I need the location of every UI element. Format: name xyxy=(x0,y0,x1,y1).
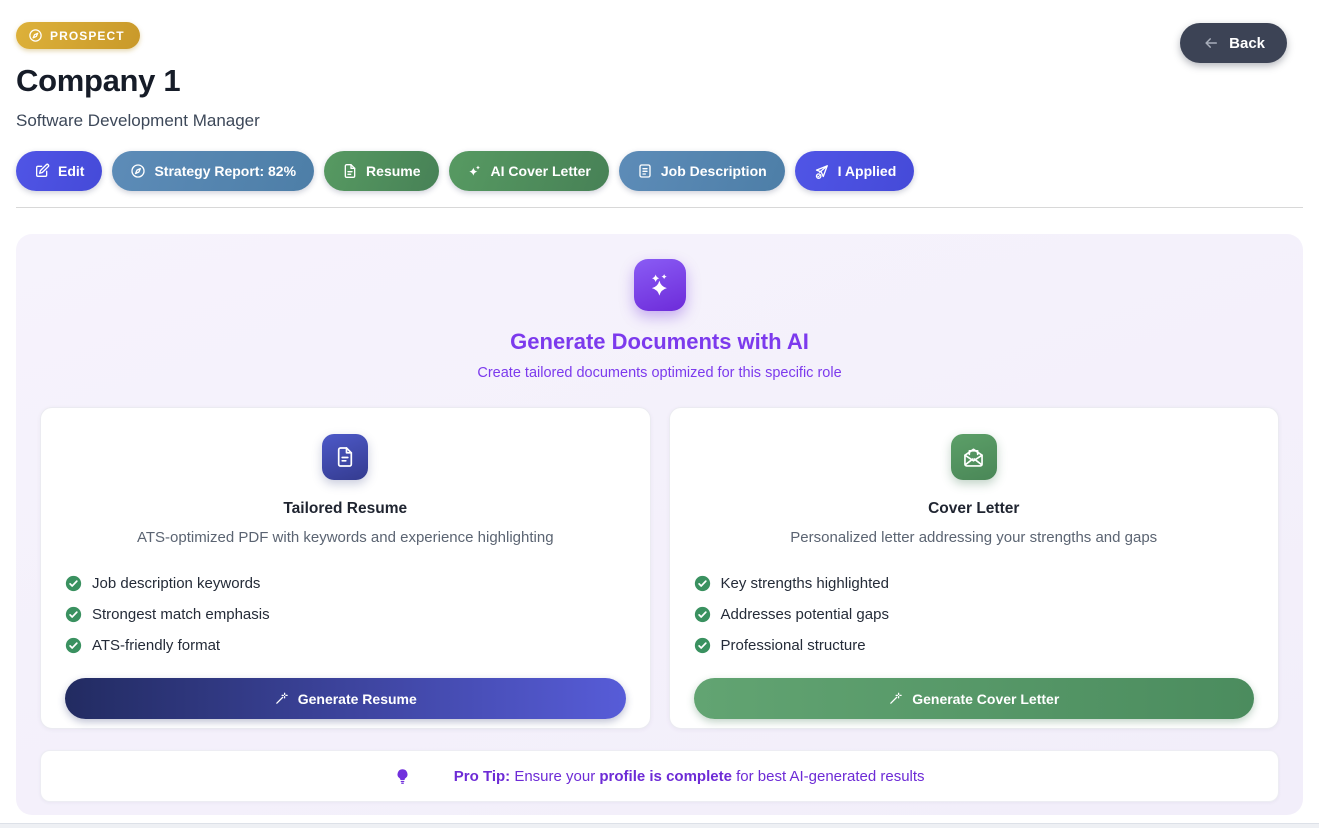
sparkles-icon xyxy=(633,259,686,311)
pro-tip-bar: Pro Tip: Ensure your profile is complete… xyxy=(40,750,1279,802)
generate-cover-letter-button[interactable]: Generate Cover Letter xyxy=(693,678,1254,719)
page-bottom-edge xyxy=(0,823,1319,828)
ai-cover-letter-button-label: AI Cover Letter xyxy=(490,163,591,179)
feature-item: Professional structure xyxy=(694,630,1255,661)
paper-plane-check-icon xyxy=(813,163,830,180)
resume-button-label: Resume xyxy=(366,163,421,179)
feature-item: ATS-friendly format xyxy=(65,630,626,661)
back-button-label: Back xyxy=(1229,34,1265,52)
pro-tip-bold: profile is complete xyxy=(599,767,732,785)
document-icon xyxy=(322,434,369,480)
feature-item: Job description keywords xyxy=(65,568,626,599)
feature-item: Key strengths highlighted xyxy=(694,568,1255,599)
panel-title: Generate Documents with AI xyxy=(510,329,809,354)
job-title: Software Development Manager xyxy=(16,111,260,130)
back-button[interactable]: Back xyxy=(1180,23,1287,63)
check-circle-icon xyxy=(65,606,82,623)
feature-label: Job description keywords xyxy=(92,575,261,592)
card-description: Personalized letter addressing your stre… xyxy=(790,529,1158,546)
magic-wand-icon xyxy=(888,691,903,706)
ai-cover-letter-button[interactable]: AI Cover Letter xyxy=(448,151,609,191)
toolbar: Edit Strategy Report: 82% Resume AI Cove… xyxy=(16,151,1303,191)
feature-label: Strongest match emphasis xyxy=(92,606,270,623)
arrow-left-icon xyxy=(1202,34,1220,52)
status-badge-label: PROSPECT xyxy=(50,28,125,43)
tailored-resume-card: Tailored Resume ATS-optimized PDF with k… xyxy=(40,407,651,729)
pro-tip-text-2: for best AI-generated results xyxy=(731,767,925,785)
pro-tip-text-1: Ensure your xyxy=(510,767,600,785)
page-title: Company 1 xyxy=(16,63,181,98)
card-title: Cover Letter xyxy=(928,500,1020,517)
document-cards: Tailored Resume ATS-optimized PDF with k… xyxy=(40,407,1279,729)
panel-subtitle: Create tailored documents optimized for … xyxy=(477,365,842,381)
card-title: Tailored Resume xyxy=(283,500,408,517)
generate-cover-letter-button-label: Generate Cover Letter xyxy=(912,690,1060,707)
feature-label: Key strengths highlighted xyxy=(720,575,889,592)
compass-icon xyxy=(130,163,146,179)
status-badge: PROSPECT xyxy=(16,22,140,49)
document-icon xyxy=(342,163,358,179)
check-circle-icon xyxy=(694,606,711,623)
card-description: ATS-optimized PDF with keywords and expe… xyxy=(136,529,554,546)
i-applied-button[interactable]: I Applied xyxy=(794,151,915,191)
check-circle-icon xyxy=(65,575,82,592)
feature-label: ATS-friendly format xyxy=(92,637,221,654)
edit-icon xyxy=(34,163,50,179)
feature-label: Addresses potential gaps xyxy=(720,606,889,623)
check-circle-icon xyxy=(694,575,711,592)
envelope-open-icon xyxy=(950,434,997,480)
edit-button[interactable]: Edit xyxy=(16,151,103,191)
divider xyxy=(16,207,1303,208)
strategy-report-button[interactable]: Strategy Report: 82% xyxy=(112,151,315,191)
feature-label: Professional structure xyxy=(720,637,866,654)
generate-resume-button-label: Generate Resume xyxy=(297,690,417,707)
edit-button-label: Edit xyxy=(58,163,85,179)
job-description-button[interactable]: Job Description xyxy=(618,151,785,191)
strategy-report-button-label: Strategy Report: 82% xyxy=(154,163,297,179)
feature-list: Job description keywords Strongest match… xyxy=(65,568,626,661)
i-applied-button-label: I Applied xyxy=(837,163,897,179)
check-circle-icon xyxy=(65,637,82,654)
feature-item: Strongest match emphasis xyxy=(65,599,626,630)
feature-item: Addresses potential gaps xyxy=(694,599,1255,630)
lightbulb-icon xyxy=(394,768,411,785)
sparkles-icon xyxy=(467,163,483,179)
cover-letter-card: Cover Letter Personalized letter address… xyxy=(668,407,1279,729)
pro-tip-prefix: Pro Tip: xyxy=(453,767,511,785)
job-description-button-label: Job Description xyxy=(660,163,767,179)
resume-button[interactable]: Resume xyxy=(324,151,439,191)
ai-generator-panel: Generate Documents with AI Create tailor… xyxy=(16,234,1303,815)
compass-icon xyxy=(28,28,43,43)
magic-wand-icon xyxy=(274,691,289,706)
list-icon xyxy=(637,163,653,179)
feature-list: Key strengths highlighted Addresses pote… xyxy=(694,568,1255,661)
check-circle-icon xyxy=(694,637,711,654)
generate-resume-button[interactable]: Generate Resume xyxy=(65,678,626,719)
